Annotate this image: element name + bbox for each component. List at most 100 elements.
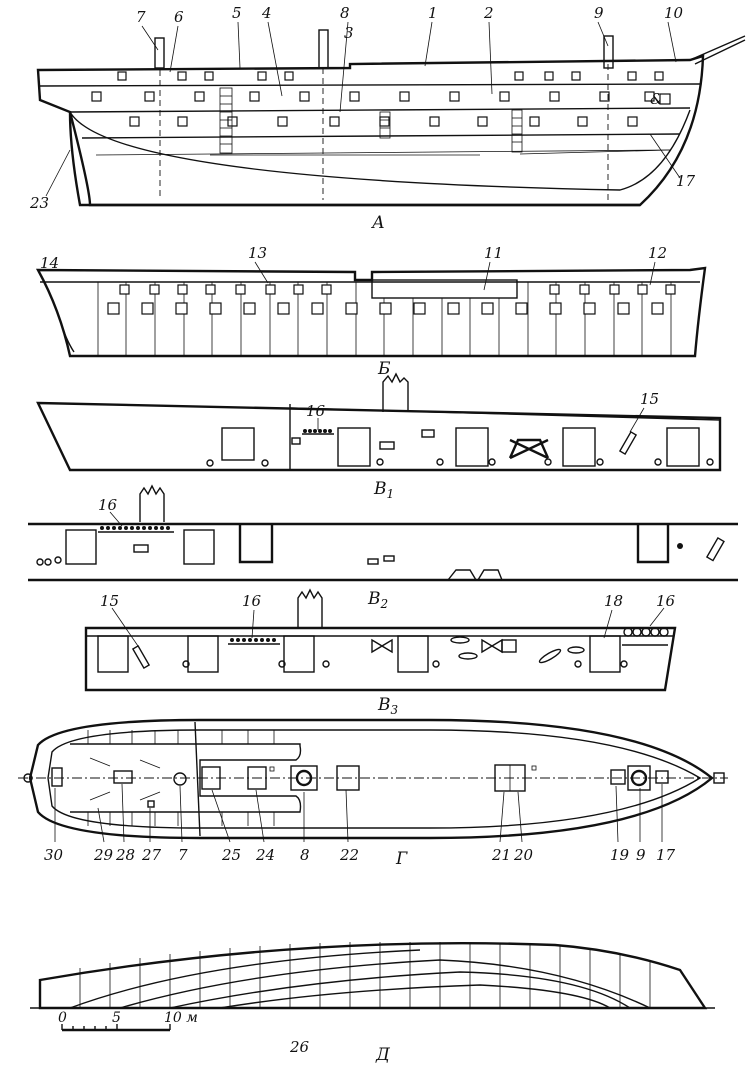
callout-25: 25 xyxy=(221,846,241,864)
callout-17-g: 17 xyxy=(656,846,676,864)
capstan-pins-v1 xyxy=(302,429,334,435)
hatch-22 xyxy=(336,765,360,791)
hatch-v1-4 xyxy=(562,427,596,467)
callout-3: 3 xyxy=(344,24,354,42)
hatch-v3-1 xyxy=(97,635,129,673)
callout-9-g: 9 xyxy=(636,846,646,864)
fittings-v1 xyxy=(206,458,714,467)
inner-plan-outline xyxy=(47,729,702,829)
waterline-3 xyxy=(169,971,631,1009)
fittings-v3 xyxy=(182,660,628,668)
upper-ports-b xyxy=(119,284,676,295)
scale-zero: 0 xyxy=(58,1010,67,1026)
hatch-v1-3 xyxy=(455,427,489,467)
box2-v1 xyxy=(421,429,435,438)
item-15-v2 xyxy=(705,537,725,562)
callout-11: 11 xyxy=(484,244,503,262)
upper-deck xyxy=(39,83,701,87)
callout-15-v3: 15 xyxy=(100,592,119,610)
fitting-v2-r xyxy=(677,543,683,549)
scale-bar xyxy=(61,1024,171,1032)
callout-19: 19 xyxy=(610,846,630,864)
rudder-head-30 xyxy=(51,767,63,787)
quarterdeck-front xyxy=(194,721,201,837)
callout-14: 14 xyxy=(40,254,59,272)
deck-outline-v3 xyxy=(84,626,677,692)
quarterdeck-outline xyxy=(70,743,302,813)
orlop-deck xyxy=(81,133,681,139)
quarterdeck-frames xyxy=(87,730,275,826)
callout-8-a: 8 xyxy=(340,4,350,22)
view-label-d: Д xyxy=(375,1045,391,1065)
item-15-v1 xyxy=(618,431,638,455)
mast-main xyxy=(318,29,329,69)
callout-4: 4 xyxy=(261,4,272,22)
callout-26: 26 xyxy=(289,1038,310,1056)
bitts-v2 xyxy=(447,569,503,581)
view-a-profile: & xyxy=(36,29,746,207)
boats-v3 xyxy=(450,636,585,664)
deck-edge-v1 xyxy=(289,407,721,421)
ladders xyxy=(219,87,523,154)
binnacle-28 xyxy=(113,770,133,784)
lower-ports-b xyxy=(107,302,664,315)
callout-21: 21 xyxy=(491,846,511,864)
callout-15-v1: 15 xyxy=(640,390,659,408)
callout-30: 30 xyxy=(44,846,64,864)
hold-deck xyxy=(95,149,671,156)
callout-27: 27 xyxy=(141,846,162,864)
fitting-27 xyxy=(147,800,155,808)
box3-v1 xyxy=(291,437,301,445)
callout-13: 13 xyxy=(248,244,267,262)
callout-2: 2 xyxy=(483,4,494,22)
hull-outline-b xyxy=(35,266,707,358)
callout-16-v1: 16 xyxy=(306,402,326,420)
cutout-1-v2 xyxy=(238,524,274,564)
scale-five: 5 xyxy=(112,1010,121,1026)
callout-22: 22 xyxy=(339,846,359,864)
callout-7-a: 7 xyxy=(136,8,146,26)
station-lines xyxy=(79,942,651,1008)
hatch-25 xyxy=(201,766,221,790)
view-d-lines xyxy=(30,941,715,1032)
stern-transom-b xyxy=(59,319,75,353)
hatch-v1-5 xyxy=(666,427,700,467)
fitting-17 xyxy=(655,770,669,784)
bowsprit xyxy=(689,35,746,65)
view-v1-deck xyxy=(36,372,722,472)
fitting-19 xyxy=(610,769,626,785)
hatch-v2-1 xyxy=(65,529,97,565)
lower-gunports xyxy=(129,116,638,127)
hatch-v3-4 xyxy=(397,635,429,673)
cutout-2-v2 xyxy=(636,524,670,564)
leader-lines xyxy=(45,21,681,843)
hatch-v3-3 xyxy=(283,635,315,673)
callout-16-v3a: 16 xyxy=(242,592,262,610)
callout-7-g: 7 xyxy=(178,846,188,864)
hatch-v1-2 xyxy=(337,427,371,467)
gun-deck xyxy=(69,107,691,113)
callout-16-v2: 16 xyxy=(98,496,118,514)
box-v1 xyxy=(379,441,395,450)
view-label-b: Б xyxy=(377,359,391,379)
hull-plan-outline xyxy=(28,718,714,840)
hatch-v2-2 xyxy=(183,529,215,565)
fore-pins-v3 xyxy=(622,627,669,646)
bow-post xyxy=(713,772,725,784)
view-b-outboard xyxy=(35,266,707,358)
main-mast-box-8 xyxy=(290,765,318,791)
upper-gunports xyxy=(117,71,664,81)
scale-ten: 10 м xyxy=(164,1010,198,1026)
fittings-v2 xyxy=(36,555,395,566)
fore-mast-plan-9 xyxy=(630,769,648,787)
view-v2-deck xyxy=(28,484,738,582)
hatch-v3-2 xyxy=(187,635,219,673)
hatch-v3-5 xyxy=(589,635,621,673)
quarterdeck-ribs xyxy=(89,757,161,801)
view-label-v2: В2 xyxy=(367,589,388,611)
fore-mast-box-9 xyxy=(627,765,651,791)
callout-9-a: 9 xyxy=(594,4,604,22)
hatch-v1-1 xyxy=(221,427,255,461)
callout-17-a: 17 xyxy=(676,172,696,190)
